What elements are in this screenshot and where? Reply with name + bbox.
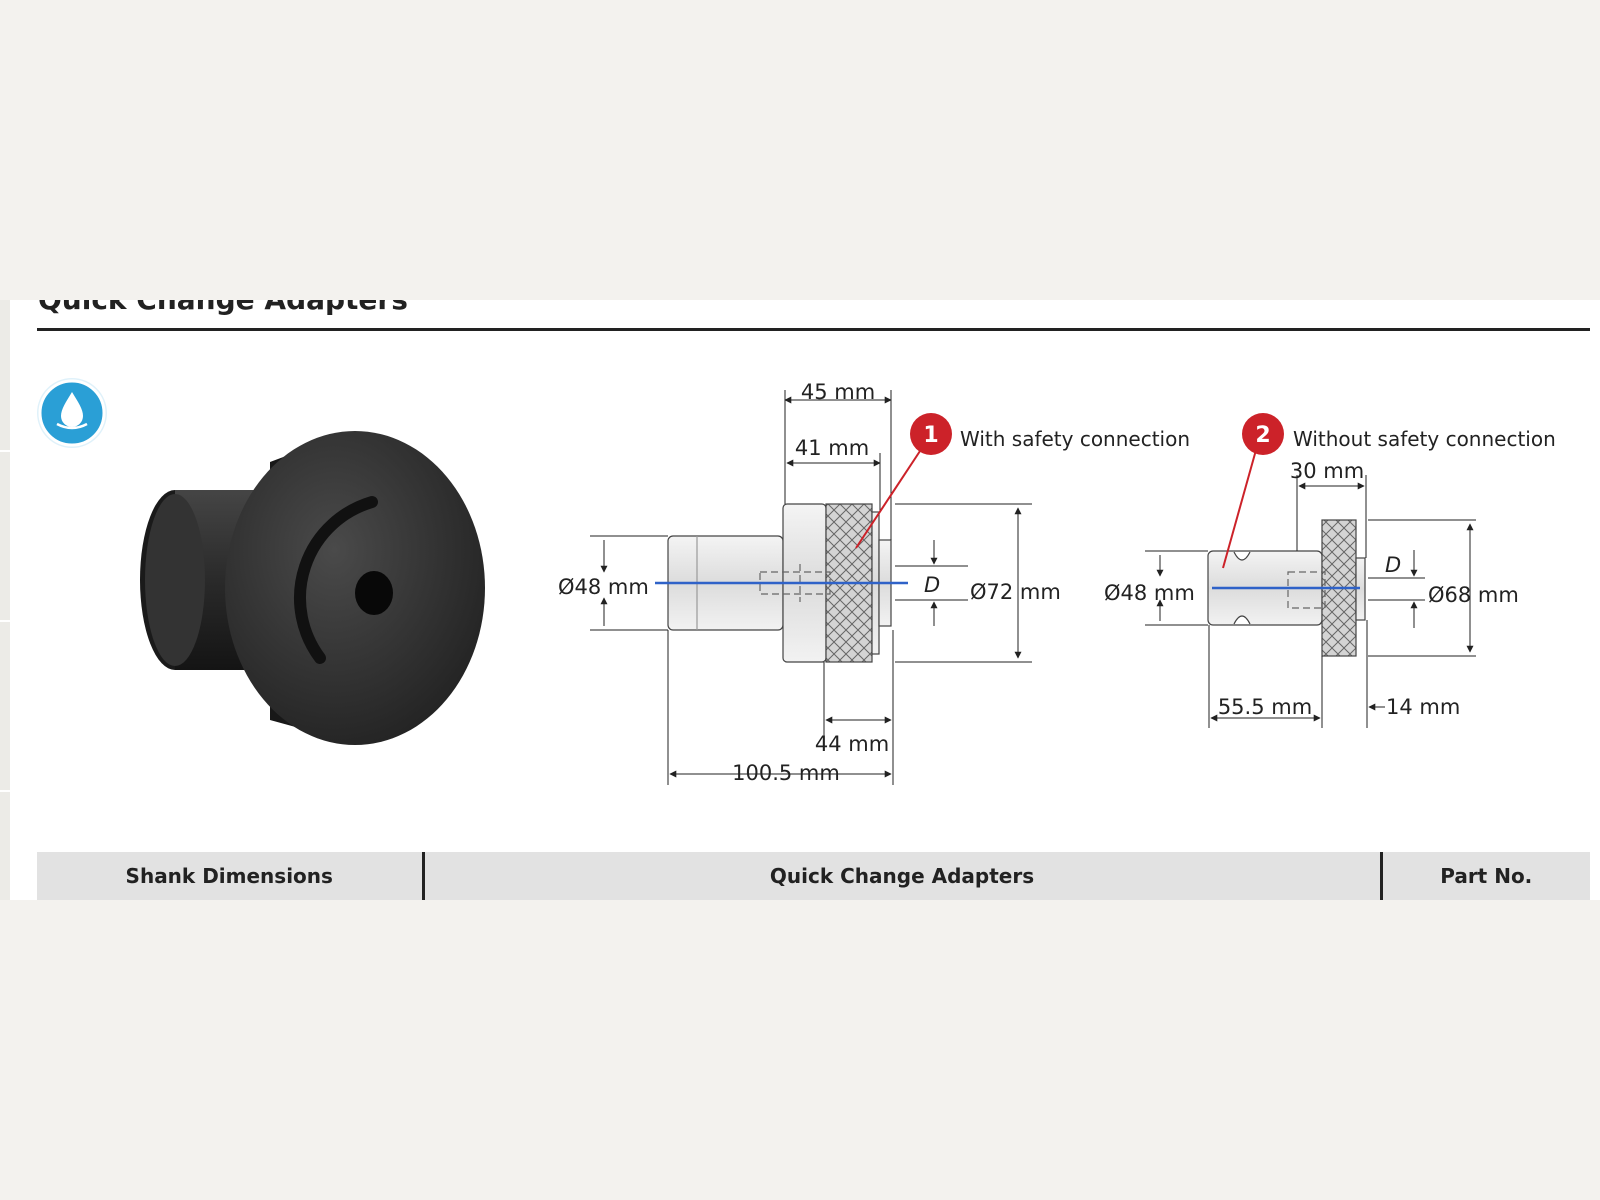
section-title: Quick Change Adapters — [38, 300, 408, 316]
dim-flange-dia-68: Ø68 mm — [1428, 583, 1519, 607]
dim-55-5mm: 55.5 mm — [1218, 695, 1312, 719]
callout-2: 2 Without safety connection — [1242, 413, 1556, 455]
dim-d-2: D — [1385, 553, 1401, 577]
page-edge-strip — [0, 300, 10, 900]
adapter-1-labels: 45 mm 41 mm Ø48 mm D Ø72 mm 44 mm 100.5 … — [558, 380, 1061, 785]
adapter-2-labels: 30 mm Ø48 mm D Ø68 mm 55.5 mm 14 mm — [1104, 459, 1519, 719]
dim-100-5mm: 100.5 mm — [732, 761, 840, 785]
title-rule — [37, 328, 1590, 331]
adapter-2-dimension-lines — [1145, 449, 1476, 728]
water-drop-icon — [38, 379, 106, 447]
col-part-no: Part No. — [1381, 852, 1590, 900]
dim-14mm: 14 mm — [1386, 695, 1460, 719]
dim-flange-dia-72: Ø72 mm — [970, 580, 1061, 604]
callout-1: 1 With safety connection — [910, 413, 1190, 455]
dim-d-1: D — [924, 573, 940, 597]
catalog-sheet: Quick Change Adapters — [0, 300, 1600, 900]
callout-1-number: 1 — [923, 423, 938, 448]
with-safety-label: With safety connection — [960, 427, 1190, 451]
spec-table: Shank Dimensions Quick Change Adapters P… — [37, 852, 1590, 900]
dim-45mm: 45 mm — [801, 380, 875, 404]
col-shank-dimensions: Shank Dimensions — [37, 852, 425, 900]
adapter-product-image — [140, 431, 485, 745]
callout-2-number: 2 — [1255, 423, 1270, 448]
technical-drawing: 45 mm 41 mm Ø48 mm D Ø72 mm 44 mm 100.5 … — [558, 380, 1556, 785]
dim-30mm: 30 mm — [1290, 459, 1364, 483]
coolant-badge — [37, 378, 107, 448]
without-safety-label: Without safety connection — [1293, 427, 1556, 451]
col-quick-change-adapters: Quick Change Adapters — [423, 852, 1383, 900]
table-header-row: Shank Dimensions Quick Change Adapters P… — [37, 852, 1590, 900]
adapter-1-dimension-lines — [590, 390, 1032, 785]
dim-41mm: 41 mm — [795, 436, 869, 460]
dim-shank-dia-48-b: Ø48 mm — [1104, 581, 1195, 605]
dim-44mm: 44 mm — [815, 732, 889, 756]
dim-shank-dia-48: Ø48 mm — [558, 575, 649, 599]
